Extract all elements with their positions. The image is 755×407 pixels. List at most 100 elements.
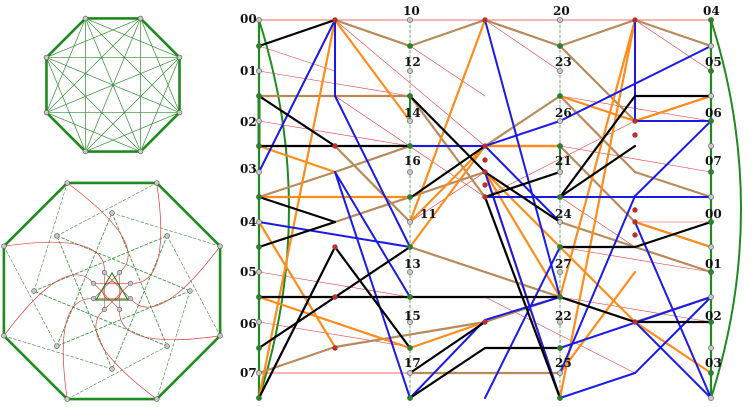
main-graph-nodes bbox=[256, 17, 714, 401]
blue-edge bbox=[334, 171, 411, 298]
orange-edge bbox=[558, 18, 637, 400]
small-octagon-chord bbox=[46, 57, 180, 113]
col2-node bbox=[407, 169, 413, 175]
left-label-07: 07 bbox=[240, 366, 257, 380]
orange-edge bbox=[408, 320, 487, 350]
left-axis-node bbox=[256, 93, 262, 99]
col4-node bbox=[557, 93, 563, 99]
red-node bbox=[332, 345, 338, 351]
small-octagon-node bbox=[176, 54, 183, 61]
small-octagon-diagram bbox=[43, 15, 183, 155]
blue-edge bbox=[634, 221, 712, 399]
large-octagon-inner-node bbox=[101, 270, 107, 276]
red-thin-edge bbox=[258, 321, 411, 348]
large-octagon-inner-node bbox=[101, 306, 107, 312]
red-node bbox=[482, 194, 488, 200]
large-octagon-spoke bbox=[111, 212, 221, 247]
red-thin-edge bbox=[559, 145, 712, 173]
orange-edge bbox=[257, 144, 337, 174]
small-octagon-node bbox=[82, 148, 89, 155]
col4-node bbox=[557, 219, 563, 225]
col4-label-26: 26 bbox=[555, 106, 572, 120]
tan-edge bbox=[633, 18, 713, 48]
large-octagon-inner-star bbox=[93, 283, 120, 310]
large-octagon-mid-node bbox=[164, 343, 170, 349]
red-node bbox=[332, 143, 338, 149]
col4-node bbox=[557, 395, 563, 401]
large-octagon-inner-star bbox=[104, 272, 131, 299]
top-label-20: 20 bbox=[553, 4, 570, 18]
col2-label-17: 17 bbox=[404, 356, 421, 370]
col2-label-14: 14 bbox=[404, 106, 421, 120]
large-octagon-spoke bbox=[166, 235, 221, 337]
black-edge bbox=[257, 94, 337, 148]
small-octagon-chord bbox=[46, 18, 141, 113]
right-axis-node bbox=[708, 118, 714, 124]
red-node bbox=[482, 169, 488, 175]
right-label-07: 07 bbox=[705, 154, 722, 168]
black-edge bbox=[257, 195, 337, 224]
black-edge bbox=[408, 144, 487, 200]
col4-node bbox=[557, 143, 563, 149]
right-label-00: 00 bbox=[705, 207, 722, 221]
large-octagon-star bbox=[111, 212, 168, 347]
large-octagon-mid-node bbox=[164, 233, 170, 239]
red-node bbox=[482, 17, 488, 23]
left-axis-node bbox=[256, 294, 262, 300]
small-octagon-edge bbox=[45, 17, 87, 59]
left-axis-node bbox=[256, 43, 262, 49]
large-octagon-spoke bbox=[56, 182, 158, 237]
col2-node bbox=[407, 345, 413, 351]
black-edge bbox=[558, 94, 637, 199]
small-octagon-edge bbox=[139, 111, 181, 153]
col4-node bbox=[557, 269, 563, 275]
large-octagon-inner-node bbox=[91, 296, 97, 302]
right-axis-node bbox=[708, 68, 714, 74]
black-edge bbox=[257, 220, 337, 249]
large-octagon-outer-node bbox=[217, 333, 223, 339]
right-axis-node bbox=[708, 370, 714, 376]
large-octagon-spiral bbox=[67, 182, 129, 273]
red-node bbox=[482, 143, 488, 149]
col4-node bbox=[557, 244, 563, 250]
tan-edge bbox=[333, 144, 412, 174]
large-octagon-inner-node bbox=[127, 296, 133, 302]
tan-edge bbox=[257, 345, 337, 375]
tan-edge bbox=[558, 44, 637, 123]
large-octagon-star bbox=[56, 235, 113, 370]
large-octagon-outer-node bbox=[217, 243, 223, 249]
col4-node bbox=[557, 370, 563, 376]
blue-edge bbox=[484, 19, 561, 298]
tan-edge bbox=[558, 220, 637, 249]
left-label-03: 03 bbox=[240, 162, 257, 176]
large-octagon-spoke bbox=[66, 345, 168, 400]
red-thin-edge bbox=[258, 45, 336, 72]
tan-edge bbox=[558, 18, 637, 48]
right-axis-node bbox=[708, 244, 714, 250]
orange-edge bbox=[408, 144, 487, 249]
small-octagon-node bbox=[82, 15, 89, 22]
right-label-06: 06 bbox=[705, 106, 722, 120]
black-edge bbox=[408, 346, 487, 400]
col4-label-21: 21 bbox=[555, 154, 572, 168]
col2-node bbox=[407, 294, 413, 300]
large-octagon-spoke bbox=[3, 245, 58, 347]
blue-edge bbox=[634, 296, 712, 374]
tan-edge bbox=[633, 170, 713, 199]
tan-edge bbox=[483, 94, 562, 148]
small-octagon-chord bbox=[85, 18, 180, 113]
col2-label-12: 12 bbox=[404, 55, 421, 69]
blue-edge bbox=[484, 171, 561, 399]
blue-edge bbox=[559, 372, 636, 399]
col2-label-13: 13 bbox=[404, 257, 421, 271]
orange-edge bbox=[633, 94, 713, 123]
col2-label-15: 15 bbox=[404, 309, 421, 323]
right-label-03: 03 bbox=[705, 356, 722, 370]
orange-edge bbox=[408, 18, 487, 224]
large-octagon-spoke bbox=[33, 182, 68, 292]
large-octagon-mid-node bbox=[109, 210, 115, 216]
orange-edge bbox=[558, 94, 637, 123]
right-axis-node bbox=[708, 395, 714, 401]
large-octagon-star bbox=[111, 235, 168, 370]
main-graph-edges bbox=[257, 18, 742, 400]
